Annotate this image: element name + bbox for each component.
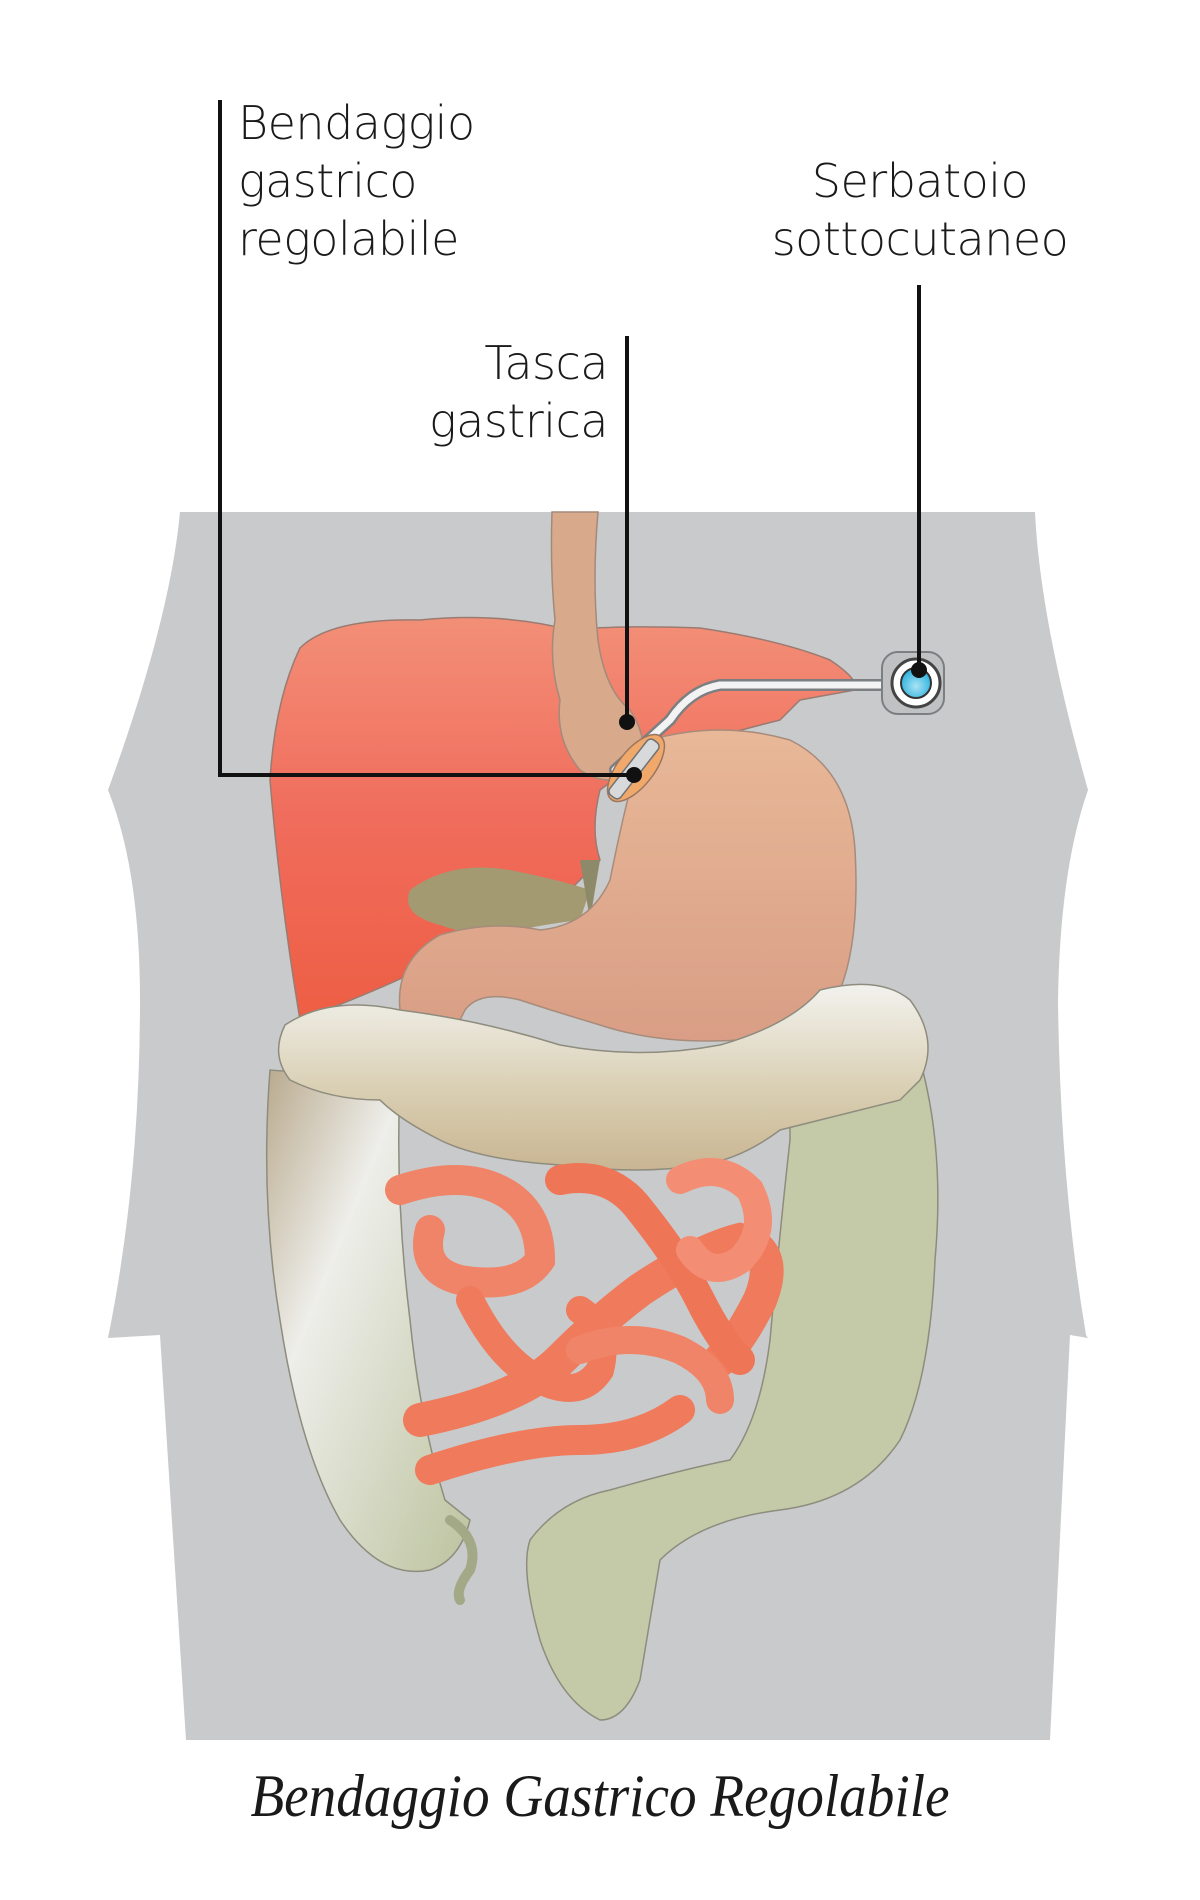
label-subcutaneous-reservoir: Serbatoio sottocutaneo	[740, 152, 1100, 268]
small-intestine	[385, 1158, 784, 1485]
label-line: Tasca	[484, 336, 608, 390]
label-line: regolabile	[238, 212, 459, 266]
label-line: sottocutaneo	[771, 212, 1069, 266]
reservoir-leader-dot	[911, 662, 927, 678]
label-gastric-pouch: Tasca gastrica	[380, 334, 608, 450]
label-line: gastrico	[238, 154, 417, 208]
subcutaneous-port-icon	[881, 651, 945, 715]
large-intestine	[265, 983, 939, 1721]
band-leader-line	[218, 100, 634, 777]
label-line: Bendaggio	[238, 96, 475, 150]
band-leader-dot	[626, 767, 642, 783]
gallbladder	[408, 867, 590, 934]
figure-caption: Bendaggio Gastrico Regolabile	[250, 1763, 950, 1829]
band-tubing	[609, 679, 901, 776]
label-line: gastrica	[429, 394, 608, 448]
label-adjustable-gastric-band: Bendaggio gastrico regolabile	[238, 94, 475, 268]
leader-lines	[218, 100, 921, 777]
stomach	[398, 729, 857, 1042]
label-line: Serbatoio	[811, 154, 1029, 208]
pouch-leader-dot	[619, 714, 635, 730]
